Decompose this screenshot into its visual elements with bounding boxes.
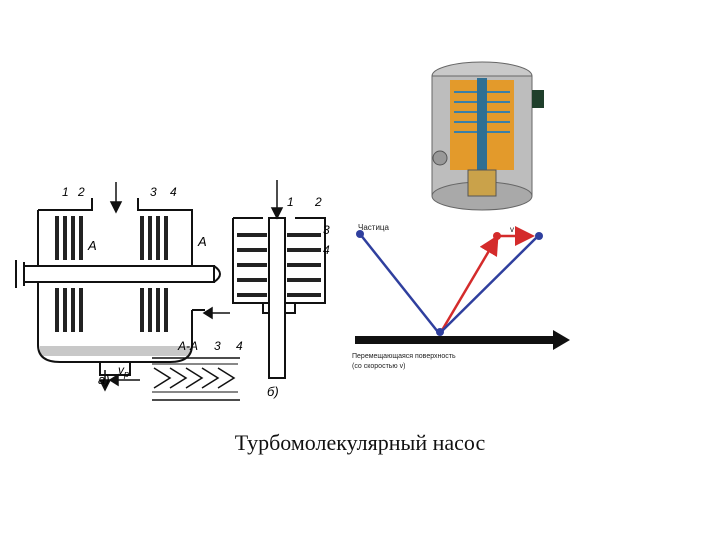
label-a-3: 3 bbox=[150, 185, 157, 199]
section-label-4: 4 bbox=[236, 340, 243, 353]
section-marker-a-right: A bbox=[197, 234, 207, 249]
reflected-point bbox=[493, 232, 501, 240]
label-a-2: 2 bbox=[77, 185, 85, 199]
resultant-point bbox=[535, 232, 543, 240]
section-a-a: A-A 3 4 bbox=[152, 340, 243, 401]
label-a-1: 1 bbox=[62, 185, 69, 199]
section-label: A-A bbox=[177, 340, 198, 353]
vector-diagram: Частица v Перемещающаяся поверхность (со… bbox=[352, 223, 570, 370]
surface-label-line2: (со скоростью v) bbox=[352, 363, 405, 370]
label-b-1: 1 bbox=[287, 195, 294, 209]
flow-label: vp bbox=[118, 363, 129, 379]
impact-point bbox=[436, 328, 444, 336]
page-title: Турбомолекулярный насос bbox=[234, 430, 486, 455]
label-b-2: 2 bbox=[314, 195, 322, 209]
surface-label-line1: Перемещающаяся поверхность bbox=[352, 353, 456, 360]
particle-label: Частица bbox=[358, 223, 389, 232]
drawing-b: 1 2 3 4 б) bbox=[232, 180, 330, 399]
label-b-4: 4 bbox=[323, 243, 330, 257]
sublabel-a: а) bbox=[98, 372, 110, 387]
label-a-4: 4 bbox=[170, 185, 177, 199]
section-marker-a: A bbox=[87, 238, 97, 253]
particle-point bbox=[356, 230, 364, 238]
incoming-vector bbox=[359, 233, 439, 333]
section-label-3: 3 bbox=[214, 340, 221, 353]
drawing-a: 1 2 3 4 A A vp а) bbox=[15, 182, 230, 392]
sublabel-b: б) bbox=[267, 384, 279, 399]
velocity-label: v bbox=[510, 225, 514, 234]
label-b-3: 3 bbox=[323, 223, 330, 237]
turbopump-cutaway-illustration bbox=[431, 61, 544, 211]
moving-surface bbox=[355, 336, 555, 344]
surface-arrow-head bbox=[553, 330, 570, 350]
resultant-vector bbox=[440, 237, 537, 333]
reflected-vector bbox=[439, 234, 499, 333]
